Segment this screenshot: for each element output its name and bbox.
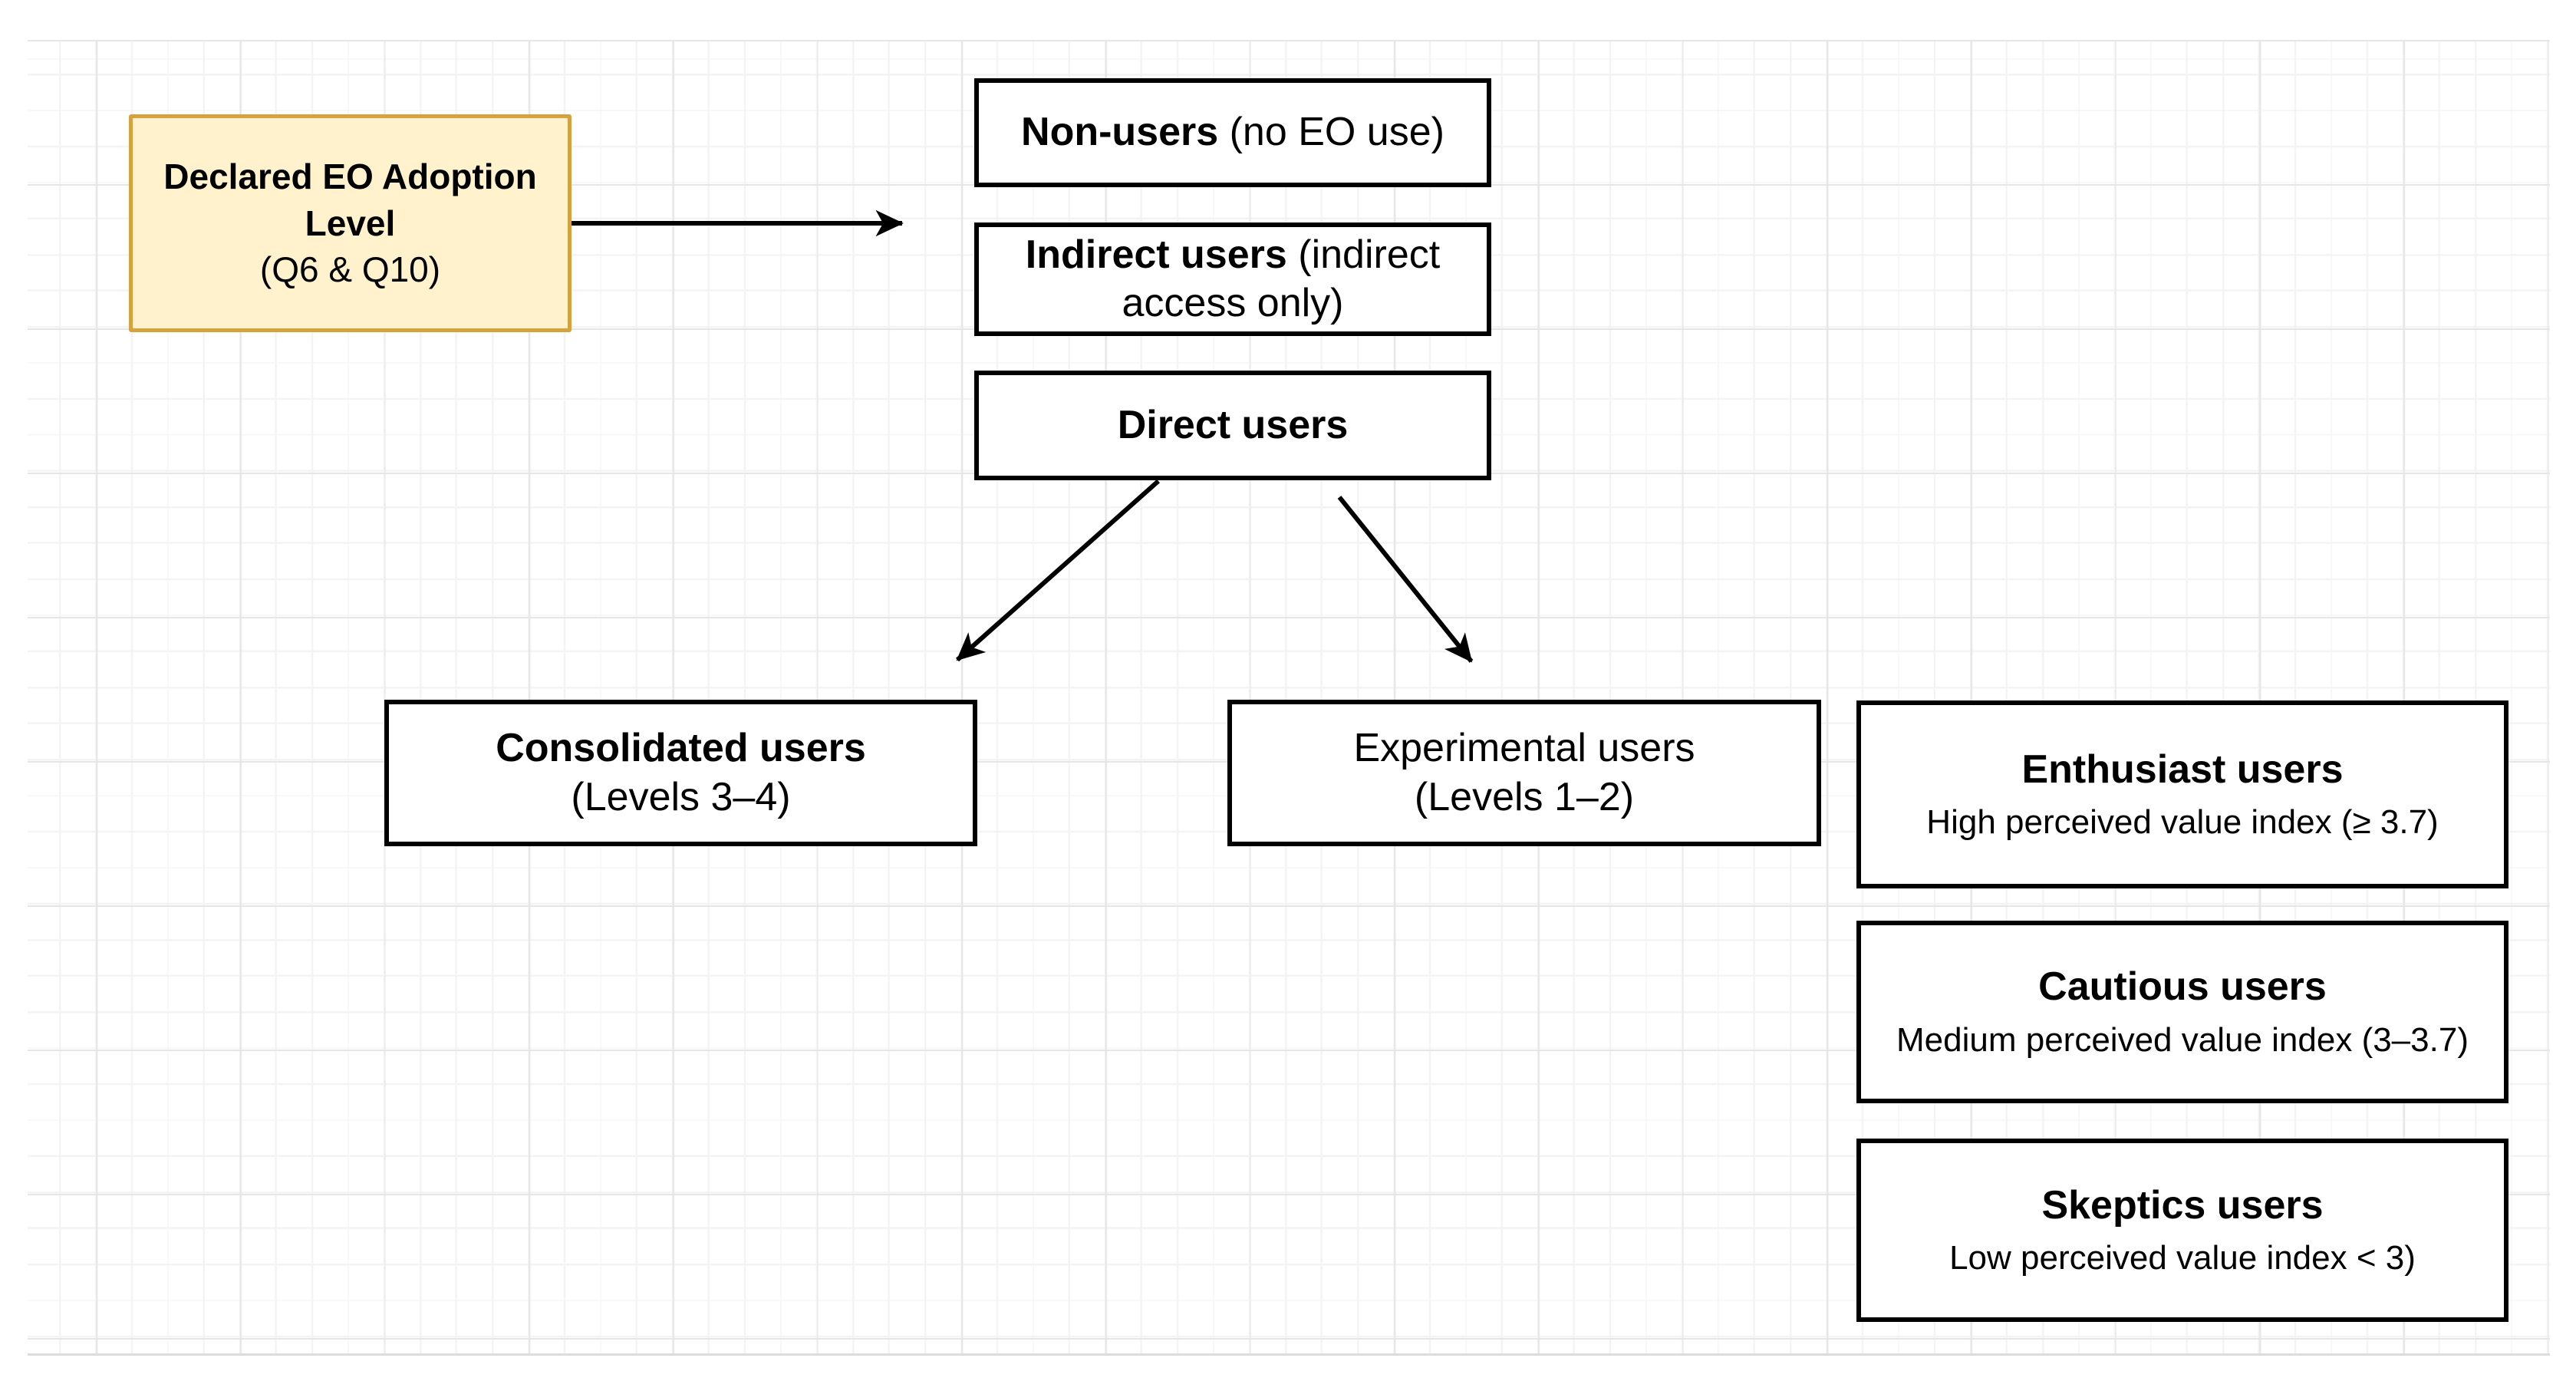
cautious-users-subtitle: Medium perceived value index (3–3.7) [1896, 1020, 2469, 1059]
cautious-users-title: Cautious users [2038, 964, 2327, 1010]
source-subtitle: (Q6 & Q10) [259, 249, 441, 290]
direct-users-box: Direct users [974, 371, 1491, 480]
indirect-users-box: Indirect users (indirect access only) [974, 222, 1491, 336]
experimental-users-box: Experimental users (Levels 1–2) [1227, 700, 1821, 846]
indirect-users-label: Indirect users (indirect access only) [1025, 232, 1441, 325]
cautious-users-box: Cautious users Medium perceived value in… [1856, 921, 2508, 1103]
experimental-users-title: Experimental users [1353, 726, 1695, 771]
enthusiast-users-title: Enthusiast users [2021, 747, 2344, 792]
consolidated-users-title: Consolidated users [496, 726, 866, 771]
non-users-box: Non-users (no EO use) [974, 78, 1491, 187]
consolidated-users-box: Consolidated users (Levels 3–4) [384, 700, 977, 846]
non-users-label: Non-users (no EO use) [1021, 110, 1444, 155]
skeptics-users-box: Skeptics users Low perceived value index… [1856, 1139, 2508, 1322]
skeptics-users-subtitle: Low perceived value index < 3) [1949, 1239, 2416, 1277]
declared-eo-adoption-level-box: Declared EO Adoption Level (Q6 & Q10) [129, 114, 572, 332]
direct-users-label: Direct users [1117, 402, 1349, 447]
skeptics-users-title: Skeptics users [2041, 1182, 2324, 1228]
enthusiast-users-box: Enthusiast users High perceived value in… [1856, 700, 2508, 888]
consolidated-users-subtitle: (Levels 3–4) [571, 774, 791, 819]
enthusiast-users-subtitle: High perceived value index (≥ 3.7) [1926, 803, 2439, 842]
experimental-users-subtitle: (Levels 1–2) [1414, 774, 1635, 819]
source-title: Declared EO Adoption Level [163, 156, 537, 243]
